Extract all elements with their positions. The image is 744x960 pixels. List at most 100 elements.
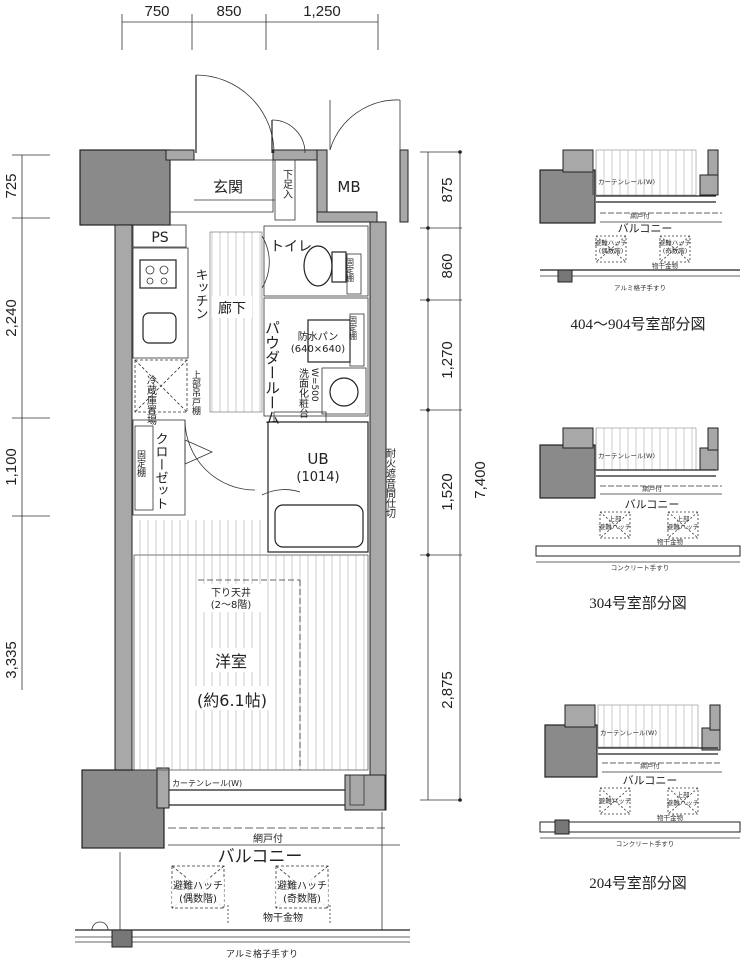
- label-entrance: 玄関: [213, 178, 243, 196]
- p2-railing: コンクリート手すり: [611, 563, 670, 572]
- partial-view-304: カーテンレール(W) 網戸付 バルコニー 上部 避難ハッチ 上部 避難ハッチ 物…: [535, 427, 741, 612]
- dim-left-1100: 1,100: [3, 448, 20, 486]
- dim-right-1270: 1,270: [439, 341, 456, 379]
- toilet-icon: [303, 245, 333, 287]
- p2-screen: 網戸付: [642, 484, 662, 493]
- p2-drying: 物干金物: [657, 537, 684, 546]
- label-curtain-rail: カーテンレール(W): [172, 779, 242, 788]
- dim-left-2240: 2,240: [3, 299, 20, 337]
- label-shoe-cabinet: 下足入: [281, 169, 293, 199]
- label-fire-wall: 耐火遮音間仕切: [384, 447, 396, 519]
- label-western-room: 洋室: [215, 652, 247, 671]
- dim-right-875: 875: [439, 177, 456, 202]
- label-mb: MB: [337, 178, 360, 196]
- dim-top-850: 850: [216, 3, 241, 20]
- label-western-room-size: (約6.1帖): [197, 691, 267, 710]
- p2-hatch-b: 上部: [677, 514, 691, 523]
- stove-icon: [139, 259, 177, 289]
- wall-left: [114, 224, 133, 771]
- p3-curtain: カーテンレール(W): [600, 729, 657, 737]
- label-soffit: 下り天井: [211, 586, 251, 599]
- label-drying: 物干金物: [263, 911, 303, 924]
- dim-left-725: 725: [3, 173, 20, 198]
- p1-caption: 404〜904号室部分図: [570, 316, 705, 333]
- partial-view-404-904: カーテンレール(W) 網戸付 バルコニー 避難ハッチ (偶数階) 避難ハッチ (…: [539, 149, 740, 333]
- p1-hatch-b-sub: (奇数階): [663, 246, 688, 255]
- label-hatch-odd-sub: (奇数階): [283, 892, 321, 905]
- label-railing: アルミ格子手すり: [226, 948, 298, 960]
- label-fixed-shelf-toilet: 固定棚: [346, 258, 355, 283]
- label-fridge: 冷蔵庫置場: [145, 374, 157, 426]
- label-kitchen: キッチン: [193, 268, 208, 320]
- pillar-top-left: [79, 149, 171, 226]
- label-soffit-floors: (2〜8階): [211, 599, 252, 611]
- label-hatch-even-sub: (偶数階): [179, 892, 217, 905]
- balcony-area: 網戸付 バルコニー 避難ハッチ (偶数階) 避難ハッチ (奇数階) 物干金物 ア…: [75, 812, 410, 960]
- p1-drying: 物干金物: [652, 261, 679, 270]
- p2-hatch-a: 上部: [609, 514, 623, 523]
- p2-hatch-b-sub: 避難ハッチ: [667, 522, 700, 531]
- label-washpan: 防水パン: [298, 330, 339, 343]
- label-vanity: 洗面化粧台: [297, 368, 309, 419]
- label-toilet: トイレ: [270, 239, 312, 255]
- unit-bath-area: UB (1014): [261, 421, 369, 553]
- label-balcony: バルコニー: [218, 847, 303, 867]
- p3-balcony: バルコニー: [623, 774, 678, 787]
- label-washpan-size: (640×640): [291, 344, 345, 355]
- p1-balcony: バルコニー: [618, 222, 673, 235]
- p1-screen: 網戸付: [630, 211, 650, 220]
- label-ps: PS: [151, 230, 168, 246]
- top-dimensions: 750 850 1,250: [121, 3, 379, 50]
- toilet-area: トイレ 固定棚: [263, 225, 369, 297]
- label-fixed-shelf-closet: 固定棚: [135, 450, 146, 478]
- label-vanity-width: W=500: [309, 368, 319, 402]
- dim-right-2875: 2,875: [439, 671, 456, 709]
- p3-hatch-b: 上部: [677, 790, 691, 799]
- p2-curtain: カーテンレール(W): [598, 452, 655, 460]
- entrance-doors: [195, 74, 401, 154]
- label-balcony-screen: 網戸付: [253, 832, 283, 845]
- dim-right-1520: 1,520: [439, 473, 456, 511]
- label-ub-size: (1014): [296, 470, 339, 485]
- label-powder-room: パウダールーム: [263, 320, 281, 425]
- bathtub-icon: [274, 504, 364, 548]
- label-hatch-even: 避難ハッチ: [173, 879, 223, 892]
- hallway-area: 廊下: [209, 231, 270, 413]
- dim-left-3335: 3,335: [3, 641, 20, 679]
- powder-room-area: パウダールーム 防水パン (640×640) 固定棚 洗面化粧台 W=500: [263, 297, 369, 425]
- dim-top-1250: 1,250: [303, 3, 341, 20]
- p1-hatch-a: 避難ハッチ: [595, 238, 628, 247]
- right-dimensions: 875 860 1,270 1,520 2,875 7,400: [420, 150, 489, 802]
- closet-area: 固定棚 クローゼット: [132, 419, 256, 516]
- p3-hatch-b-sub: 避難ハッチ: [667, 798, 700, 807]
- partial-view-204: カーテンレール(W) 網戸付 バルコニー 避難ハッチ 上部 避難ハッチ 物干金物…: [539, 704, 741, 892]
- basin-icon: [329, 377, 359, 407]
- label-hatch-odd: 避難ハッチ: [277, 879, 327, 892]
- dim-right-860: 860: [439, 253, 456, 278]
- dim-right-total: 7,400: [472, 461, 489, 499]
- p1-hatch-a-sub: (偶数階): [599, 246, 624, 255]
- p2-caption: 304号室部分図: [589, 595, 687, 612]
- label-fixed-shelf-powder: 固定棚: [349, 316, 358, 341]
- p2-balcony: バルコニー: [625, 498, 680, 511]
- p1-curtain: カーテンレール(W): [598, 178, 655, 186]
- walls: [79, 149, 409, 849]
- p2-hatch-a-sub: 避難ハッチ: [599, 522, 632, 531]
- p3-railing: コンクリート手すり: [616, 839, 675, 848]
- label-hallway: 廊下: [218, 300, 246, 317]
- entrance-area: 玄関 MB 下足入: [169, 159, 361, 221]
- label-upper-cabinet: 上部吊戸棚: [190, 370, 201, 416]
- dim-top-750: 750: [144, 3, 169, 20]
- sink-icon: [142, 312, 177, 344]
- western-room-area: 下り天井 (2〜8階) 洋室 (約6.1帖) カーテンレール(W): [133, 520, 369, 806]
- p1-hatch-b: 避難ハッチ: [659, 238, 692, 247]
- p3-screen: 網戸付: [640, 761, 660, 770]
- p3-drying: 物干金物: [657, 813, 684, 822]
- p3-caption: 204号室部分図: [589, 875, 687, 892]
- p3-hatch-a: 避難ハッチ: [599, 796, 632, 805]
- label-ub: UB: [307, 450, 328, 468]
- left-dimensions: 725 2,240 1,100 3,335: [3, 154, 50, 690]
- label-closet: クローゼット: [153, 432, 169, 510]
- kitchen-area: PS キッチン 冷蔵庫置場 上部吊戸棚: [132, 224, 208, 426]
